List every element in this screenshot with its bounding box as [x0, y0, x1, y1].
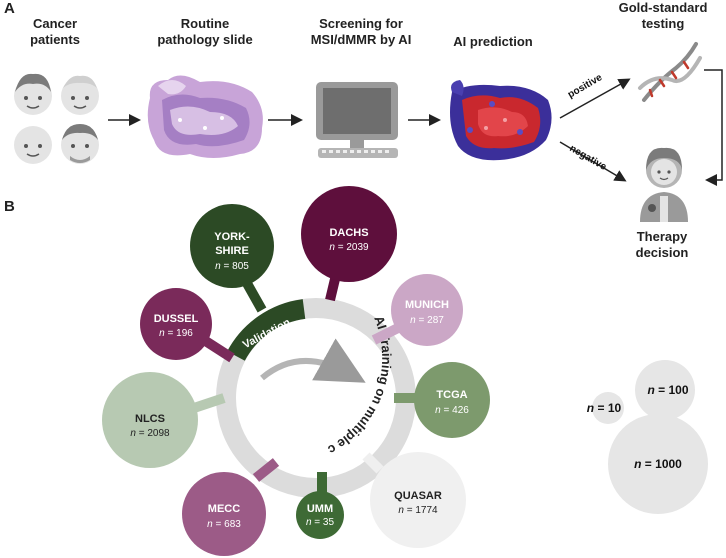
dna-icon: [638, 42, 702, 102]
size-legend: n = 10 n = 100 n = 1000: [587, 360, 708, 514]
svg-text:n = 35: n = 35: [306, 517, 335, 528]
svg-text:n = 287: n = 287: [410, 315, 444, 326]
step-title-ai-prediction: AI prediction: [453, 34, 533, 49]
panel-b-label: B: [4, 198, 15, 215]
step-title-screening: Screening for MSI/dMMR by AI: [310, 16, 412, 47]
step-title-patients: Cancer patients: [30, 16, 80, 47]
panel-a-graphics: positive negative: [14, 42, 723, 222]
svg-text:SHIRE: SHIRE: [215, 245, 249, 257]
doctor-icon: [640, 147, 688, 222]
patient-face-icon: [61, 124, 99, 164]
svg-text:DACHS: DACHS: [329, 227, 368, 239]
svg-text:n = 683: n = 683: [207, 519, 241, 530]
cohort-bubble-dachs: DACHS n = 2039: [301, 186, 397, 282]
cohort-bubble-umm: UMM n = 35: [296, 491, 344, 539]
legend-bubble-100: [635, 360, 695, 420]
panel-a-label: A: [4, 0, 15, 17]
svg-text:MUNICH: MUNICH: [405, 299, 449, 311]
svg-text:n = 805: n = 805: [215, 261, 249, 272]
ai-prediction-heatmap: [450, 80, 552, 161]
cycle-arrow-icon: [260, 338, 366, 383]
therapy-decision-label: Therapy decision: [635, 229, 689, 260]
cohort-bubble-tcga: TCGA n = 426: [414, 362, 490, 438]
svg-text:n = 196: n = 196: [159, 328, 193, 339]
svg-text:NLCS: NLCS: [135, 413, 165, 425]
cohort-bubble-dussel: DUSSEL n = 196: [140, 288, 212, 360]
svg-text:n = 2098: n = 2098: [130, 428, 170, 439]
pathology-slide-image: [147, 75, 263, 158]
step-title-gold-standard: Gold-standard testing: [618, 0, 708, 31]
legend-bubble-1000: [608, 414, 708, 514]
svg-text:YORK-: YORK-: [214, 231, 250, 243]
svg-text:UMM: UMM: [307, 503, 333, 515]
svg-text:DUSSEL: DUSSEL: [154, 313, 199, 325]
cohort-bubble-quasar: QUASAR n = 1774: [370, 452, 466, 548]
svg-text:n = 1774: n = 1774: [398, 505, 438, 516]
legend-bubble-10: [592, 392, 624, 424]
step-title-slide: Routine pathology slide: [157, 16, 253, 47]
svg-text:n = 426: n = 426: [435, 405, 469, 416]
svg-text:QUASAR: QUASAR: [394, 490, 442, 502]
computer-monitor-icon: [316, 82, 398, 158]
cohort-bubble-munich: MUNICH n = 287: [391, 274, 463, 346]
patient-face-icon: [61, 75, 99, 115]
svg-text:n = 100: n = 100: [647, 383, 688, 397]
validation-arc: [227, 299, 306, 362]
svg-text:TCGA: TCGA: [436, 389, 467, 401]
svg-text:n = 1000: n = 1000: [634, 457, 682, 471]
cohort-bubble-mecc: MECC n = 683: [182, 472, 266, 556]
svg-text:n = 10: n = 10: [587, 401, 622, 415]
svg-text:MECC: MECC: [208, 503, 240, 515]
cohort-bubble-yorkshire: YORK- SHIRE n = 805: [190, 204, 274, 288]
patient-face-icon: [14, 73, 52, 115]
cohort-bubble-nlcs: NLCS n = 2098: [102, 372, 198, 468]
svg-text:n = 2039: n = 2039: [329, 242, 369, 253]
patient-face-icon: [14, 126, 52, 164]
